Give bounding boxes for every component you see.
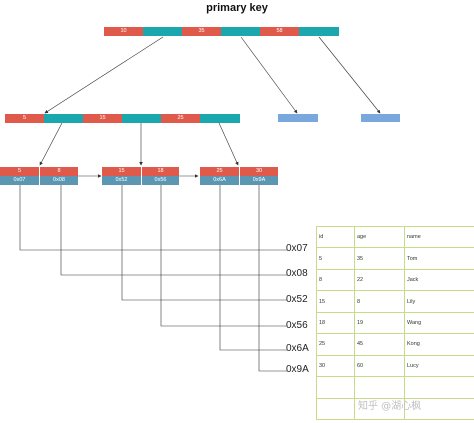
address-label-0x6A: 0x6A bbox=[286, 343, 309, 354]
leaf-pointer-placeholder-1 bbox=[278, 114, 318, 122]
address-label-0x9A: 0x9A bbox=[286, 364, 309, 375]
root-key-3: 58 bbox=[260, 27, 299, 36]
address-label-0x08: 0x08 bbox=[286, 268, 308, 279]
table-cell-name: Tom bbox=[404, 247, 474, 270]
table-row: 15 8 Lily bbox=[316, 290, 474, 313]
table-cell-id: 30 bbox=[316, 354, 355, 378]
internal-pointer-1 bbox=[44, 114, 83, 123]
table-cell-id: 18 bbox=[316, 311, 355, 335]
table-header-name: name bbox=[404, 225, 474, 249]
leaf-1-key-2: 8 bbox=[39, 167, 78, 176]
table-header-row: id age name bbox=[316, 225, 474, 249]
leaf-2-addr-1: 0x52 bbox=[102, 176, 141, 185]
root-pointer-3 bbox=[299, 27, 339, 36]
edge-root-to-leaf-ptr-2 bbox=[318, 36, 381, 114]
internal-key-1: 5 bbox=[5, 114, 44, 123]
table-cell-name: Lucy bbox=[404, 354, 474, 378]
leaf-2-addr-2: 0x56 bbox=[141, 176, 179, 185]
address-label-0x07: 0x07 bbox=[286, 243, 308, 254]
root-key-2: 35 bbox=[182, 27, 221, 36]
root-pointer-2 bbox=[221, 27, 260, 36]
internal-key-3: 25 bbox=[161, 114, 200, 123]
table-header-id: id bbox=[316, 225, 355, 249]
leaf-1-addr-1: 0x07 bbox=[0, 176, 39, 185]
addr-line-0x52 bbox=[121, 184, 287, 301]
table-cell-name: Kong bbox=[404, 333, 474, 356]
table-row: 8 22 Jack bbox=[316, 268, 474, 292]
table-cell-age: 45 bbox=[354, 333, 405, 356]
table-row-empty bbox=[316, 376, 474, 399]
diagram-title: primary key bbox=[206, 2, 268, 14]
table-row: 30 60 Lucy bbox=[316, 354, 474, 378]
table-cell-age: 35 bbox=[354, 247, 405, 270]
edge-root-to-internal bbox=[44, 36, 164, 114]
root-pointer-1 bbox=[143, 27, 182, 36]
table-cell-id: 25 bbox=[316, 333, 355, 356]
leaf-2-key-2: 18 bbox=[141, 167, 179, 176]
leaf-3-addr-1: 0x6A bbox=[200, 176, 239, 185]
table-cell-name: Jack bbox=[404, 268, 474, 292]
table-cell-id: 5 bbox=[316, 247, 355, 270]
internal-key-2: 15 bbox=[83, 114, 122, 123]
leaf-1-key-1: 5 bbox=[0, 167, 39, 176]
table-cell-id: 8 bbox=[316, 268, 355, 292]
table-cell-age: 8 bbox=[354, 290, 405, 313]
root-key-1: 10 bbox=[104, 27, 143, 36]
leaf-3-key-1: 25 bbox=[200, 167, 239, 176]
addr-line-0x6A bbox=[219, 184, 287, 351]
table-cell-age: 19 bbox=[354, 311, 405, 335]
table-cell-age: 60 bbox=[354, 354, 405, 378]
edge-internal-to-leaf-1 bbox=[39, 122, 63, 166]
address-label-0x56: 0x56 bbox=[286, 320, 308, 331]
watermark-text: 知乎 @湖心枫 bbox=[358, 401, 422, 412]
table-cell-name: Wang bbox=[404, 311, 474, 335]
internal-pointer-3 bbox=[200, 114, 240, 123]
table-cell-name: Lily bbox=[404, 290, 474, 313]
addr-line-0x56 bbox=[160, 184, 287, 327]
table-row: 5 35 Tom bbox=[316, 247, 474, 270]
table-row: 25 45 Kong bbox=[316, 333, 474, 356]
edge-internal-to-leaf-3 bbox=[218, 122, 239, 166]
leaf-1-addr-2: 0x08 bbox=[39, 176, 78, 185]
leaf-pointer-placeholder-2 bbox=[361, 114, 400, 122]
table-row-empty bbox=[316, 397, 474, 420]
addr-line-0x07 bbox=[19, 184, 287, 251]
edge-root-to-leaf-ptr-1 bbox=[240, 36, 298, 114]
table-cell-id: 15 bbox=[316, 290, 355, 313]
table-header-age: age bbox=[354, 225, 405, 249]
table-cell-age: 22 bbox=[354, 268, 405, 292]
leaf-2-key-1: 15 bbox=[102, 167, 141, 176]
internal-pointer-2 bbox=[122, 114, 161, 123]
address-label-0x52: 0x52 bbox=[286, 294, 308, 305]
leaf-3-key-2: 30 bbox=[239, 167, 278, 176]
leaf-3-addr-2: 0x9A bbox=[239, 176, 278, 185]
table-row: 18 19 Wang bbox=[316, 311, 474, 335]
record-table: id age name 5 35 Tom 8 22 Jack 15 8 Lily… bbox=[316, 225, 474, 420]
addr-line-0x9A bbox=[258, 184, 287, 372]
addr-line-0x08 bbox=[60, 184, 287, 276]
